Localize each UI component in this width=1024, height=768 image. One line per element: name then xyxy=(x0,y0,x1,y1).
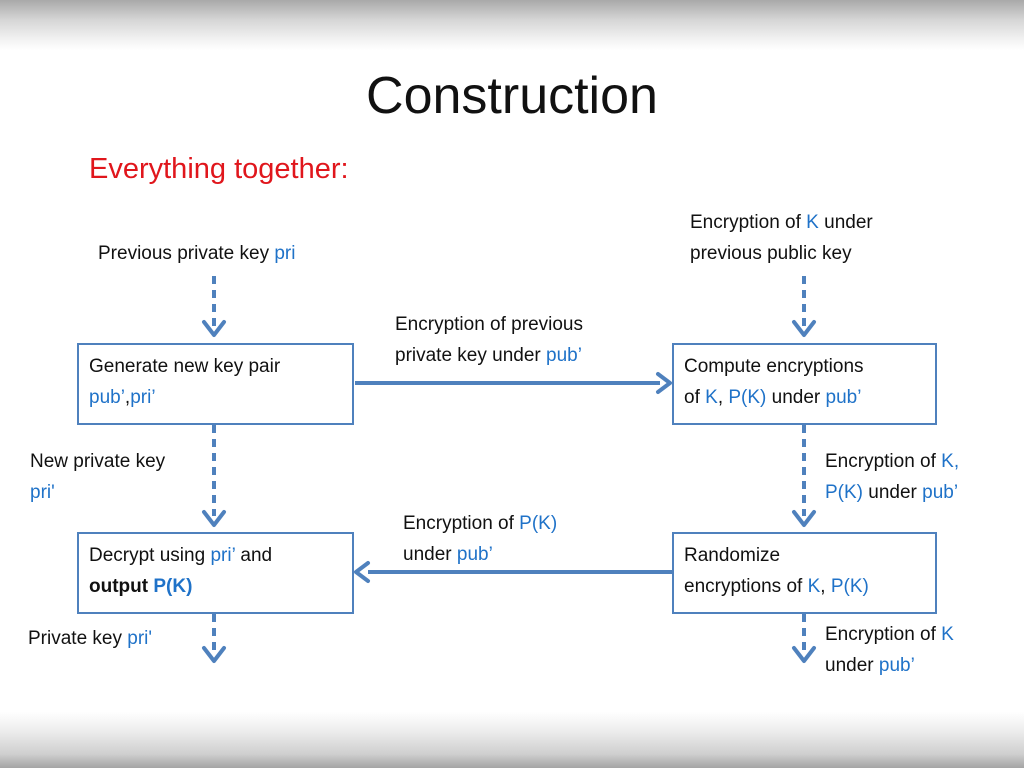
arrow-left-icon xyxy=(354,561,370,583)
arrow-down-dashed-icon xyxy=(792,510,816,527)
box-decrypt-output: Decrypt using pri’ and output P(K) xyxy=(77,532,354,614)
page-title: Construction xyxy=(366,67,658,125)
label-encryption-k-previous: Encryption of K under previous public ke… xyxy=(690,212,873,264)
label-encryption-k-final: Encryption of K under pub’ xyxy=(825,624,954,676)
box-randomize-encryptions: Randomize encryptions of K, P(K) xyxy=(672,532,937,614)
label-private-key-output: Private key pri' xyxy=(28,628,153,649)
arrow-down-dashed-icon xyxy=(202,510,226,527)
label-encryption-previous-private: Encryption of previous private key under… xyxy=(395,314,583,366)
box-compute-encryptions: Compute encryptions of K, P(K) under pub… xyxy=(672,343,937,425)
arrow-right-icon xyxy=(656,372,672,394)
bottom-gradient-band xyxy=(0,712,1024,768)
top-gradient-band xyxy=(0,0,1024,50)
box-generate-key-pair: Generate new key pair pub’,pri’ xyxy=(77,343,354,425)
label-previous-private-key: Previous private key pri xyxy=(98,243,296,264)
label-encryption-pk: Encryption of P(K) under pub’ xyxy=(403,513,558,565)
arrow-down-dashed-icon xyxy=(202,320,226,337)
label-encryption-k-pk: Encryption of K, P(K) under pub’ xyxy=(825,451,960,503)
arrow-down-dashed-icon xyxy=(792,646,816,663)
arrow-down-dashed-icon xyxy=(202,646,226,663)
label-new-private-key: New private key pri' xyxy=(30,451,166,503)
slide-subtitle: Everything together: xyxy=(89,153,349,185)
arrow-down-dashed-icon xyxy=(792,320,816,337)
